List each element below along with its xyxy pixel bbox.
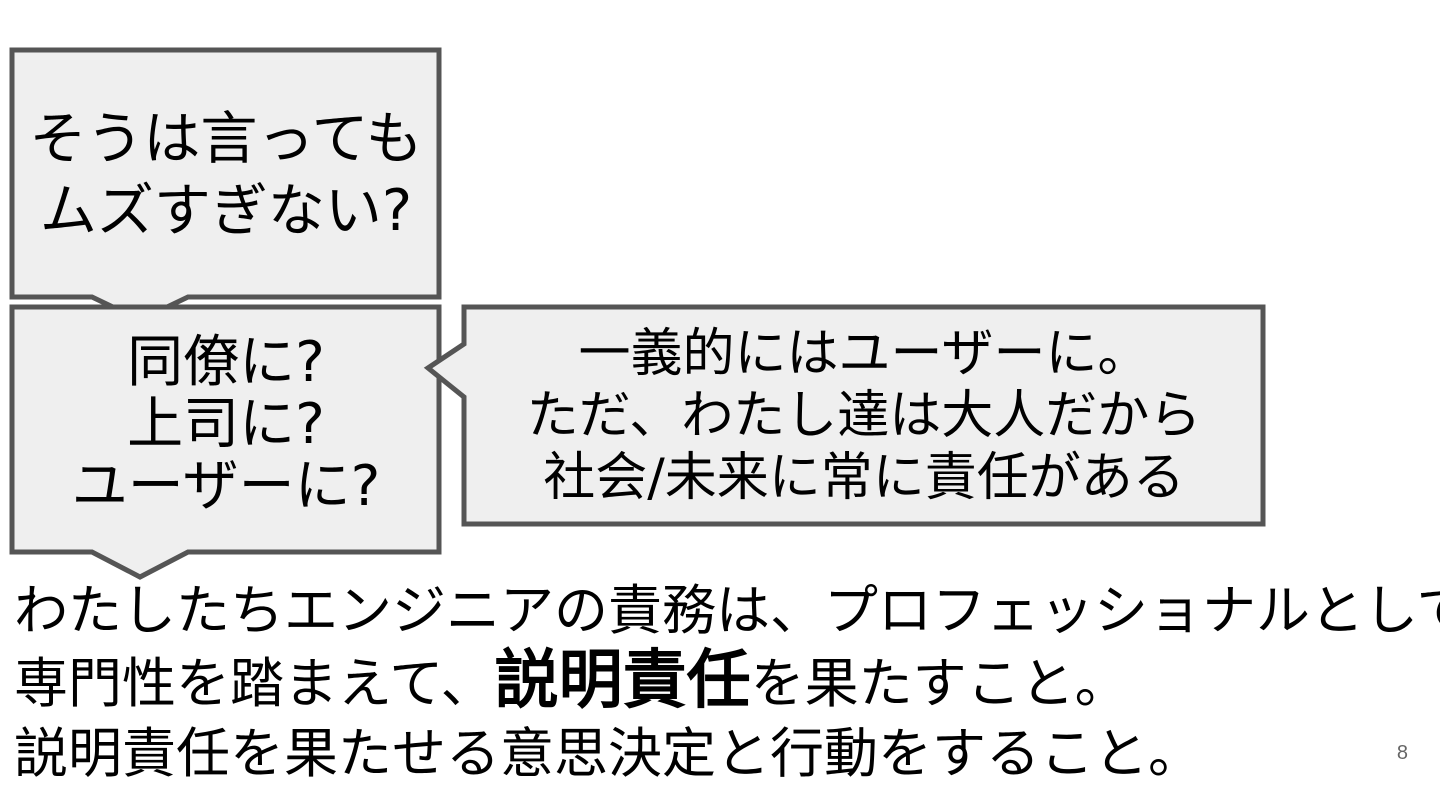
bubble-line: ユーザーに?: [71, 454, 381, 519]
bubble-line: ただ、わたし達は大人だから: [526, 386, 1202, 446]
main-line-2-emphasis: 説明責任: [494, 644, 751, 718]
page-number: 8: [1396, 742, 1408, 764]
bubble-question-who-text: 同僚に? 上司に? ユーザーに?: [12, 332, 440, 518]
bubble-line: 一義的にはユーザーに。: [578, 324, 1150, 384]
main-line-3: 説明責任を果たせる意思決定と行動をすること。: [14, 722, 1202, 785]
main-line-1: わたしたちエンジニアの責務は、プロフェッショナルとして: [14, 579, 1440, 642]
bubble-line: 社会/未来に常に責任がある: [543, 448, 1185, 508]
bubble-line: ムズすぎない?: [39, 178, 413, 244]
main-line-2-suffix: を果たすこと。: [750, 652, 1129, 715]
main-line-2: 専門性を踏まえて、説明責任を果たすこと。: [14, 646, 1394, 719]
main-statement: わたしたちエンジニアの責務は、プロフェッショナルとして 専門性を踏まえて、説明責…: [14, 576, 1440, 789]
bubble-question-who-shape: [9, 304, 442, 580]
bubble-line: そうは言っても: [29, 106, 423, 172]
bubble-line: 上司に?: [127, 392, 325, 457]
bubble-answer-text: 一義的にはユーザーに。 ただ、わたし達は大人だから 社会/未来に常に責任がある: [464, 323, 1264, 509]
bubble-answer-shape: [423, 304, 1266, 527]
bubble-line: 同僚に?: [127, 330, 325, 395]
bubble-question-difficulty-text: そうは言っても ムズすぎない?: [12, 103, 440, 247]
main-line-2-prefix: 専門性を踏まえて、: [14, 652, 495, 715]
